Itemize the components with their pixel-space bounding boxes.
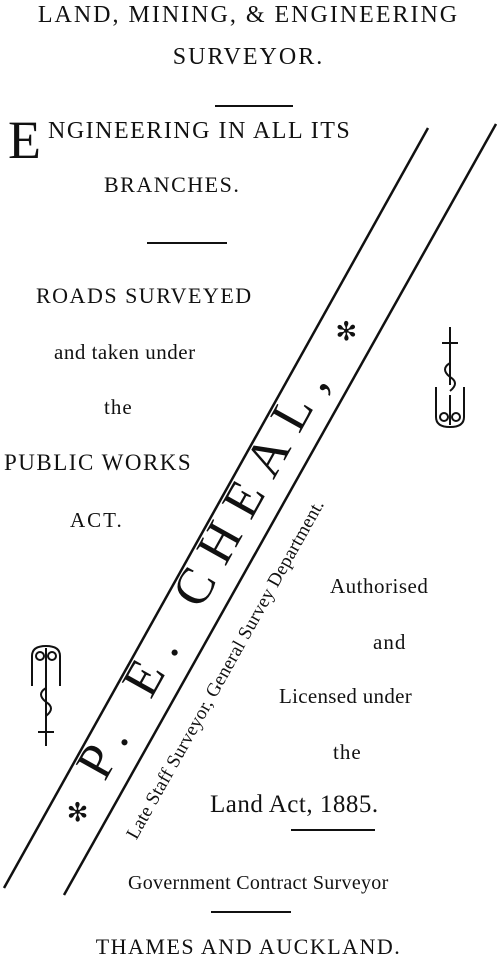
header-rule bbox=[215, 105, 293, 107]
engineering-line-2: BRANCHES. bbox=[104, 172, 241, 197]
engineering-drop-cap: E bbox=[8, 110, 42, 170]
engineering-rule bbox=[147, 242, 227, 244]
header-line-1: LAND, MINING, & ENGINEERING bbox=[37, 2, 460, 28]
authorised-line-3: Licensed under bbox=[279, 684, 413, 708]
government-line: Government Contract Surveyor bbox=[128, 872, 389, 894]
engineering-line-1: NGINEERING IN ALL ITS bbox=[48, 118, 352, 144]
header-line-2: SURVEYOR. bbox=[172, 44, 325, 70]
band-line-upper bbox=[2, 127, 430, 889]
authorised-line-2: and bbox=[373, 630, 407, 654]
roads-line-1: ROADS SURVEYED bbox=[36, 283, 253, 308]
cross-ornament-inverted-icon bbox=[31, 644, 61, 746]
band-line-lower bbox=[62, 123, 497, 896]
roads-line-4: PUBLIC WORKS bbox=[4, 450, 193, 475]
authorised-line-1: Authorised bbox=[330, 574, 429, 598]
authorised-rule bbox=[291, 829, 375, 831]
roads-line-3: the bbox=[104, 395, 133, 419]
footer-line: THAMES AND AUCKLAND. bbox=[95, 934, 402, 959]
authorised-line-4: the bbox=[333, 740, 362, 764]
cross-ornament-icon bbox=[435, 327, 465, 429]
footer-rule bbox=[211, 911, 291, 913]
roads-line-5: ACT. bbox=[70, 508, 124, 532]
roads-line-2: and taken under bbox=[54, 340, 196, 364]
authorised-line-5: Land Act, 1885. bbox=[210, 791, 379, 818]
